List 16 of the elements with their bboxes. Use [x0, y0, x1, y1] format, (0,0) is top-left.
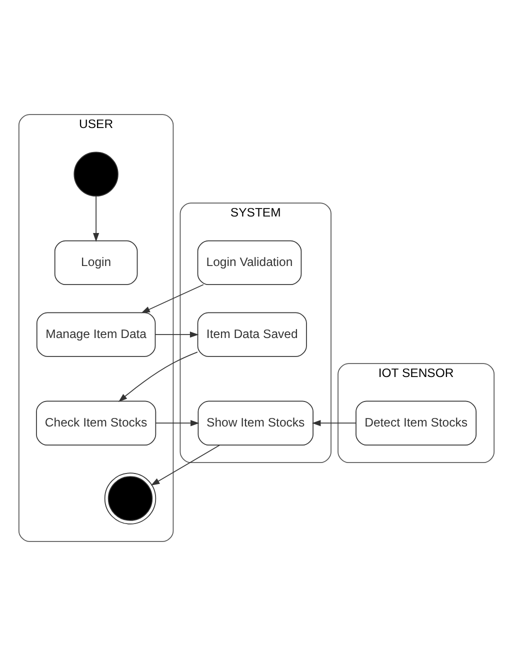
node-box: Check Item Stocks: [36, 400, 156, 446]
node-box: Manage Item Data: [36, 312, 156, 357]
node-circle: [74, 152, 118, 196]
node-box: Detect Item Stocks: [356, 400, 477, 446]
node-box: Login Validation: [197, 240, 302, 286]
arrow: [141, 284, 204, 314]
arrow: [150, 444, 220, 486]
arrow: [155, 420, 200, 426]
node-bullseye: [104, 472, 156, 524]
node-box: Item Data Saved: [197, 312, 307, 357]
node-box: Show Item Stocks: [198, 400, 314, 446]
arrow: [155, 332, 199, 338]
arrow: [92, 196, 100, 242]
arrow: [118, 352, 198, 402]
node-box: Login: [54, 240, 138, 286]
arrow: [312, 420, 356, 426]
